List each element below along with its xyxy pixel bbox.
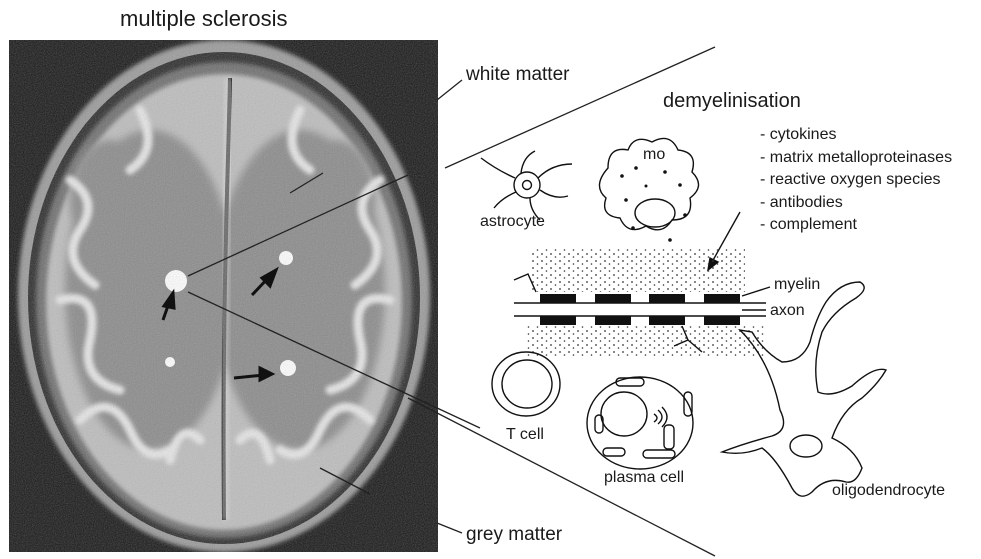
oligodendrocyte-label: oligodendrocyte <box>832 482 945 500</box>
plasma-cell-label: plasma cell <box>604 469 684 487</box>
macrophage-label: mo <box>643 146 665 164</box>
astrocyte-label: astrocyte <box>480 213 545 231</box>
mediator-item: - complement <box>760 214 952 237</box>
grey-matter-label: grey matter <box>466 524 562 546</box>
white-matter-label: white matter <box>466 64 569 86</box>
demyelinisation-heading: demyelinisation <box>663 90 801 113</box>
mediator-item: - matrix metalloproteinases <box>760 147 952 170</box>
mediator-list: - cytokines - matrix metalloproteinases … <box>760 124 952 237</box>
mediator-item: - cytokines <box>760 124 952 147</box>
mri-brain-scan <box>9 40 438 552</box>
mediator-item: - reactive oxygen species <box>760 169 952 192</box>
myelinated-axon <box>514 287 770 325</box>
t-cell <box>492 352 560 416</box>
t-cell-label: T cell <box>506 426 544 444</box>
astrocyte-cell <box>481 151 572 220</box>
myelin-label: myelin <box>774 276 820 294</box>
plasma-cell <box>587 377 693 469</box>
diagram-title: multiple sclerosis <box>120 6 288 32</box>
mediator-item: - antibodies <box>760 192 952 215</box>
axon-label: axon <box>770 302 805 320</box>
